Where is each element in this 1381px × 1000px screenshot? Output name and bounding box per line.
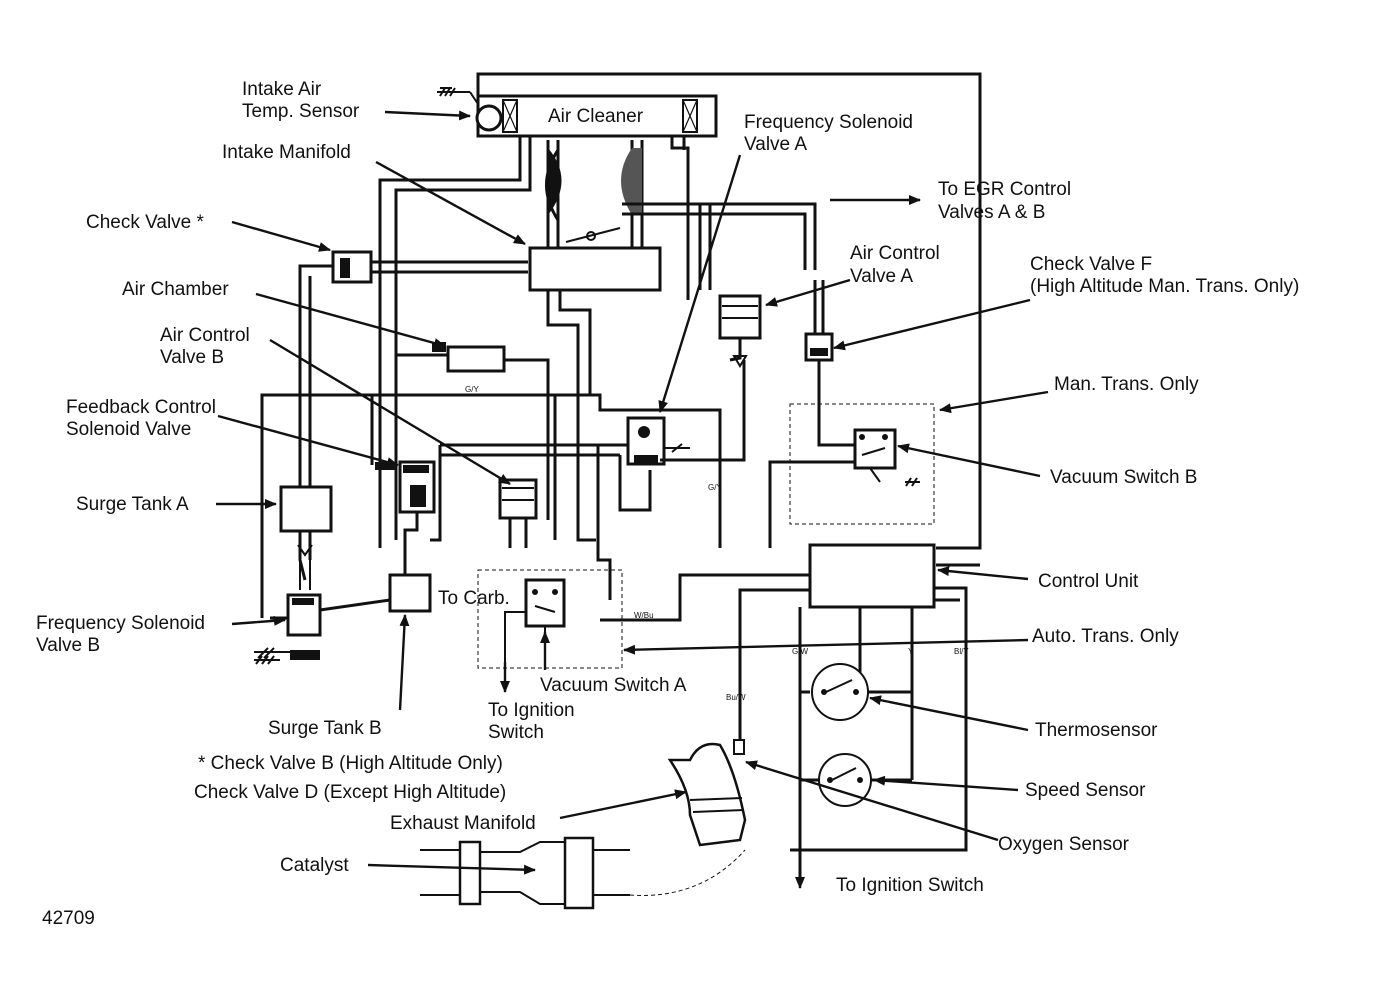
speed-sensor bbox=[800, 753, 912, 807]
label-oxygen-sensor: Oxygen Sensor bbox=[998, 834, 1130, 855]
label-air-control-valve-a: Valve A bbox=[850, 266, 913, 287]
label-check-valve-f: (High Altitude Man. Trans. Only) bbox=[1030, 276, 1299, 297]
wire-code-gy: G/Y bbox=[465, 385, 479, 394]
label-man-trans-only: Man. Trans. Only bbox=[1054, 374, 1199, 395]
label-check-valve-f: Check Valve F bbox=[1030, 254, 1152, 275]
label-air-control-valve-b: Valve B bbox=[160, 347, 224, 368]
label-to-ignition-switch: To Ignition bbox=[488, 700, 575, 721]
label-surge-tank-a: Surge Tank A bbox=[76, 494, 189, 515]
surge-tank-a bbox=[279, 485, 333, 590]
wire-code-y: Y bbox=[908, 647, 914, 656]
air-control-valve-b bbox=[498, 478, 538, 548]
air-cleaner bbox=[476, 72, 982, 550]
label-intake-air-temp-sensor: Temp. Sensor bbox=[242, 101, 360, 122]
air-chamber bbox=[396, 342, 550, 395]
label-to-egr: To EGR Control bbox=[938, 179, 1071, 200]
catalyst bbox=[420, 836, 746, 910]
label-frequency-solenoid-valve-a: Frequency Solenoid bbox=[744, 112, 913, 133]
label-to-carb: To Carb. bbox=[438, 588, 510, 609]
label-speed-sensor: Speed Sensor bbox=[1025, 780, 1146, 801]
wire-code-wbu: W/Bu bbox=[634, 611, 654, 620]
labels: Intake Air Temp. Sensor Air Cleaner Inta… bbox=[36, 79, 1299, 929]
intake-air-temp-sensor bbox=[437, 87, 503, 132]
check-valve-f bbox=[804, 280, 858, 447]
exhaust-manifold bbox=[667, 650, 747, 847]
label-air-chamber: Air Chamber bbox=[122, 279, 229, 300]
label-feedback-control-solenoid-valve: Feedback Control bbox=[66, 397, 216, 418]
label-air-control-valve-a: Air Control bbox=[850, 243, 940, 264]
wire-code-buw: Bu/W bbox=[726, 693, 746, 702]
label-catalyst: Catalyst bbox=[280, 855, 349, 876]
footnote-check-valve-b: * Check Valve B (High Altitude Only) bbox=[198, 753, 503, 774]
man-trans-only-box bbox=[789, 403, 935, 525]
wire-code-gy: G/Y bbox=[708, 483, 722, 492]
label-auto-trans-only: Auto. Trans. Only bbox=[1032, 626, 1179, 647]
label-to-ignition-switch: Switch bbox=[488, 722, 544, 743]
label-frequency-solenoid-valve-b: Frequency Solenoid bbox=[36, 613, 205, 634]
wire-code-gw: G/W bbox=[792, 647, 808, 656]
carburetor-neck bbox=[378, 136, 690, 548]
label-frequency-solenoid-valve-a: Valve A bbox=[744, 134, 807, 155]
label-to-ignition-switch-bottom: To Ignition Switch bbox=[836, 875, 984, 896]
auto-trans-only-box bbox=[477, 569, 623, 669]
label-thermosensor: Thermosensor bbox=[1035, 720, 1158, 741]
label-intake-air-temp-sensor: Intake Air bbox=[242, 79, 322, 100]
vacuum-lines bbox=[270, 393, 722, 600]
figure-number: 42709 bbox=[42, 908, 95, 929]
vacuum-switch-a bbox=[504, 578, 566, 690]
label-surge-tank-b: Surge Tank B bbox=[268, 718, 382, 739]
label-exhaust-manifold: Exhaust Manifold bbox=[390, 813, 536, 834]
footnote-check-valve-d: Check Valve D (Except High Altitude) bbox=[194, 782, 506, 803]
label-check-valve: Check Valve * bbox=[86, 212, 205, 233]
label-intake-manifold: Intake Manifold bbox=[222, 142, 351, 163]
vacuum-switch-b bbox=[768, 428, 920, 548]
label-vacuum-switch-b: Vacuum Switch B bbox=[1050, 467, 1197, 488]
air-control-valve-a bbox=[660, 294, 762, 462]
label-air-cleaner: Air Cleaner bbox=[548, 106, 644, 127]
label-air-control-valve-b: Air Control bbox=[160, 325, 250, 346]
surge-tank-b bbox=[388, 573, 432, 613]
label-control-unit: Control Unit bbox=[1038, 571, 1139, 592]
leader-arrows bbox=[216, 110, 1049, 889]
intake-manifold bbox=[528, 227, 662, 542]
feedback-control-solenoid-valve bbox=[375, 460, 436, 575]
frequency-solenoid-valve-a bbox=[626, 416, 690, 466]
thermosensor bbox=[800, 663, 912, 721]
ground-symbol bbox=[254, 655, 280, 665]
wire-codes: G/Y G/Y W/Bu G/W Y Bl/Y Bu/W bbox=[465, 385, 969, 702]
wire-code-bly: Bl/Y bbox=[954, 647, 969, 656]
label-feedback-control-solenoid-valve: Solenoid Valve bbox=[66, 419, 191, 440]
egr-line bbox=[622, 202, 817, 290]
label-frequency-solenoid-valve-b: Valve B bbox=[36, 635, 100, 656]
label-to-egr: Valves A & B bbox=[938, 202, 1045, 223]
label-vacuum-switch-a: Vacuum Switch A bbox=[540, 675, 687, 696]
control-unit bbox=[600, 543, 980, 880]
